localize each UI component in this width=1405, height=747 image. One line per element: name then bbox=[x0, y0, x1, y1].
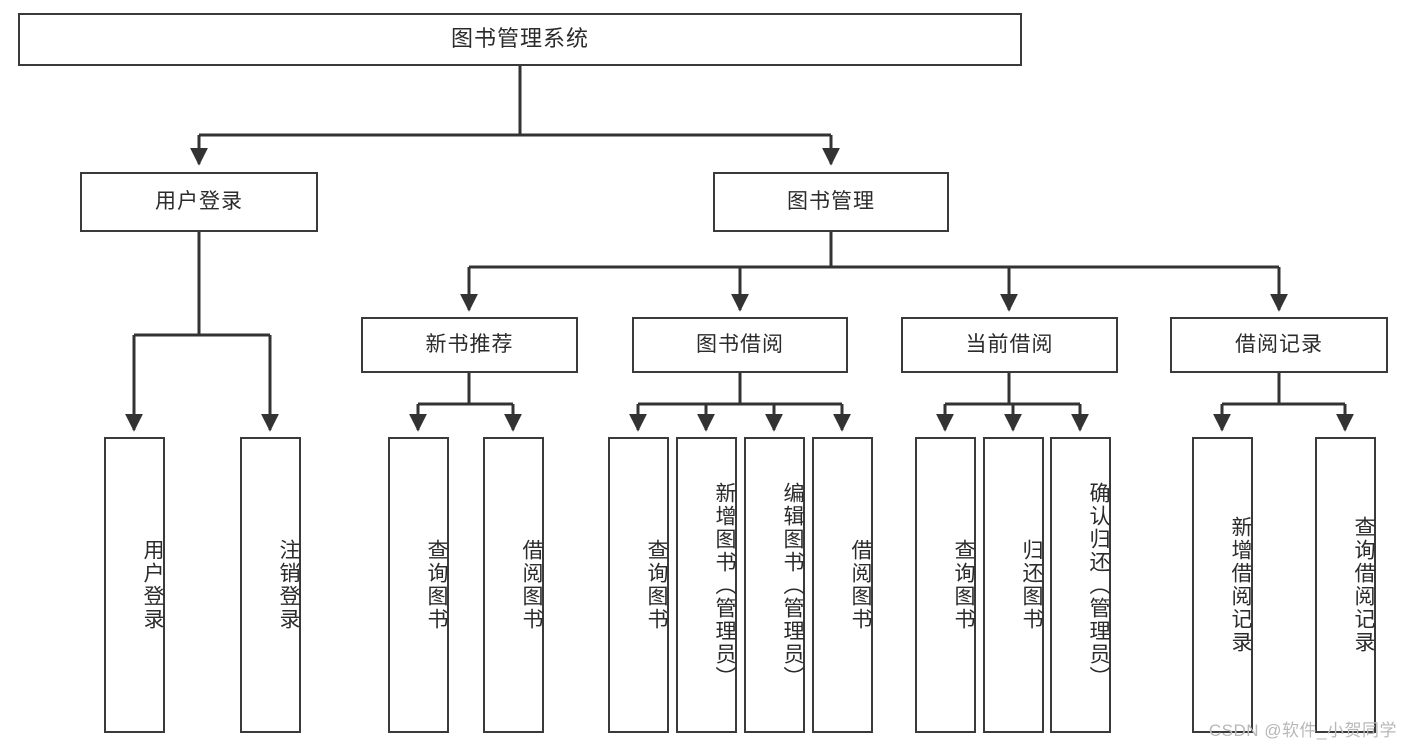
node-borrow-record-label: 借阅记录 bbox=[1235, 333, 1323, 357]
leaf-borrow-book-1-label: 借阅图书 bbox=[520, 539, 543, 631]
leaf-query-book-1-label: 查询图书 bbox=[425, 539, 448, 631]
node-borrow-record[interactable]: 借阅记录 bbox=[1170, 317, 1388, 373]
node-book-manage-label: 图书管理 bbox=[787, 190, 875, 214]
leaf-edit-book-label: 编辑图书（管理员） bbox=[781, 481, 804, 689]
leaf-query-book-3[interactable]: 查询图书 bbox=[915, 437, 976, 733]
leaf-logout-login-label: 注销登录 bbox=[277, 539, 300, 631]
leaf-edit-book[interactable]: 编辑图书（管理员） bbox=[744, 437, 805, 733]
leaf-query-book-3-label: 查询图书 bbox=[952, 539, 975, 631]
node-root[interactable]: 图书管理系统 bbox=[18, 13, 1022, 66]
leaf-query-book-2-label: 查询图书 bbox=[645, 539, 668, 631]
leaf-add-book[interactable]: 新增图书（管理员） bbox=[676, 437, 737, 733]
node-current-borrow-label: 当前借阅 bbox=[965, 333, 1054, 357]
node-book-borrow[interactable]: 图书借阅 bbox=[632, 317, 848, 373]
leaf-confirm-return-label: 确认归还（管理员） bbox=[1087, 481, 1110, 689]
node-new-book-recommend-label: 新书推荐 bbox=[425, 333, 514, 357]
leaf-query-borrow-record[interactable]: 查询借阅记录 bbox=[1315, 437, 1376, 733]
leaf-user-login-label: 用户登录 bbox=[141, 539, 164, 631]
leaf-user-login[interactable]: 用户登录 bbox=[104, 437, 165, 733]
leaf-borrow-book-2-label: 借阅图书 bbox=[849, 539, 872, 631]
node-book-borrow-label: 图书借阅 bbox=[696, 333, 784, 357]
leaf-confirm-return[interactable]: 确认归还（管理员） bbox=[1050, 437, 1111, 733]
leaf-query-borrow-record-label: 查询借阅记录 bbox=[1352, 516, 1375, 654]
node-current-borrow[interactable]: 当前借阅 bbox=[901, 317, 1118, 373]
node-user-login-label: 用户登录 bbox=[155, 190, 243, 214]
leaf-add-borrow-record[interactable]: 新增借阅记录 bbox=[1192, 437, 1253, 733]
node-new-book-recommend[interactable]: 新书推荐 bbox=[361, 317, 578, 373]
leaf-return-book[interactable]: 归还图书 bbox=[983, 437, 1044, 733]
leaf-add-borrow-record-label: 新增借阅记录 bbox=[1229, 516, 1252, 654]
watermark: CSDN @软件_小贺同学 bbox=[1208, 721, 1397, 740]
leaf-query-book-1[interactable]: 查询图书 bbox=[388, 437, 449, 733]
leaf-borrow-book-1[interactable]: 借阅图书 bbox=[483, 437, 544, 733]
node-book-manage[interactable]: 图书管理 bbox=[713, 172, 949, 232]
leaf-logout-login[interactable]: 注销登录 bbox=[240, 437, 301, 733]
node-user-login[interactable]: 用户登录 bbox=[80, 172, 318, 232]
leaf-query-book-2[interactable]: 查询图书 bbox=[608, 437, 669, 733]
leaf-add-book-label: 新增图书（管理员） bbox=[713, 481, 736, 689]
leaf-borrow-book-2[interactable]: 借阅图书 bbox=[812, 437, 873, 733]
leaf-return-book-label: 归还图书 bbox=[1020, 539, 1043, 631]
node-root-label: 图书管理系统 bbox=[450, 26, 589, 52]
